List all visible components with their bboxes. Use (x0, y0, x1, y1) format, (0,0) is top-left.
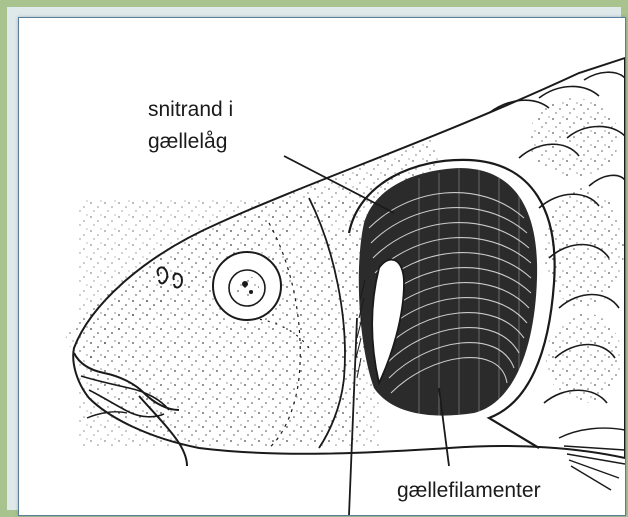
fish-head-diagram (19, 18, 625, 515)
label-snitrand-line1: snitrand i (148, 97, 233, 123)
label-gaellefilamenter: gællefilamenter (397, 478, 541, 504)
diagram-panel: snitrand i gællelåg gællefilamenter (18, 17, 626, 516)
eye (213, 252, 281, 320)
label-snitrand-line2: gællelåg (148, 129, 227, 155)
